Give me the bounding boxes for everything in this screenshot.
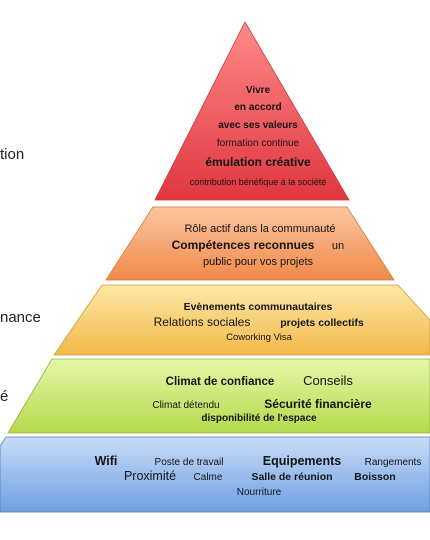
side-label-top: tion [0, 146, 25, 163]
orange-line-public: public pour vos projets [203, 256, 314, 268]
blue-line-rangements: Rangements [365, 457, 422, 468]
yellow-line-coworking: Coworking Visa [226, 332, 293, 343]
blue-line-equipements: Equipements [263, 454, 342, 468]
tier-green [7, 358, 430, 434]
apex-line-valeurs: avec ses valeurs [218, 120, 298, 131]
side-label-bottom: é [0, 388, 9, 405]
green-line-disponibilite: disponibilité de l'espace [201, 413, 317, 424]
tier-blue [0, 436, 430, 513]
apex-line-emulation: émulation créative [205, 155, 311, 169]
yellow-line-relations: Relations sociales [154, 315, 251, 329]
blue-line-salle: Salle de réunion [251, 471, 332, 483]
apex-line-formation: formation continue [217, 138, 300, 149]
yellow-line-projets: projets collectifs [280, 317, 364, 329]
blue-line-proximite: Proximité [124, 469, 176, 483]
green-line-climat-detendu: Climat détendu [152, 400, 219, 411]
apex-line-vivre: Vivre [246, 85, 271, 96]
side-label-middle: nance [0, 309, 41, 326]
tier-yellow [53, 284, 430, 356]
blue-line-boisson: Boisson [354, 471, 395, 483]
orange-line-un: un [332, 240, 344, 252]
orange-line-competences: Compétences reconnues [172, 238, 315, 252]
blue-line-poste: Poste de travail [155, 457, 224, 468]
green-line-conseils: Conseils [303, 373, 353, 388]
tier-orange [105, 206, 395, 281]
apex-line-en-accord: en accord [234, 102, 281, 113]
green-line-securite: Sécurité financière [264, 397, 372, 411]
blue-line-wifi: Wifi [95, 454, 118, 468]
tier-apex [154, 21, 350, 201]
blue-line-nourriture: Nourriture [237, 487, 282, 498]
green-line-climat-confiance: Climat de confiance [166, 376, 275, 388]
yellow-line-evenements: Evènements communautaires [184, 301, 333, 313]
blue-line-calme: Calme [194, 472, 223, 483]
orange-line-role: Rôle actif dans la communauté [184, 223, 335, 235]
apex-line-contribution: contribution bénéfique à la société [190, 177, 327, 187]
